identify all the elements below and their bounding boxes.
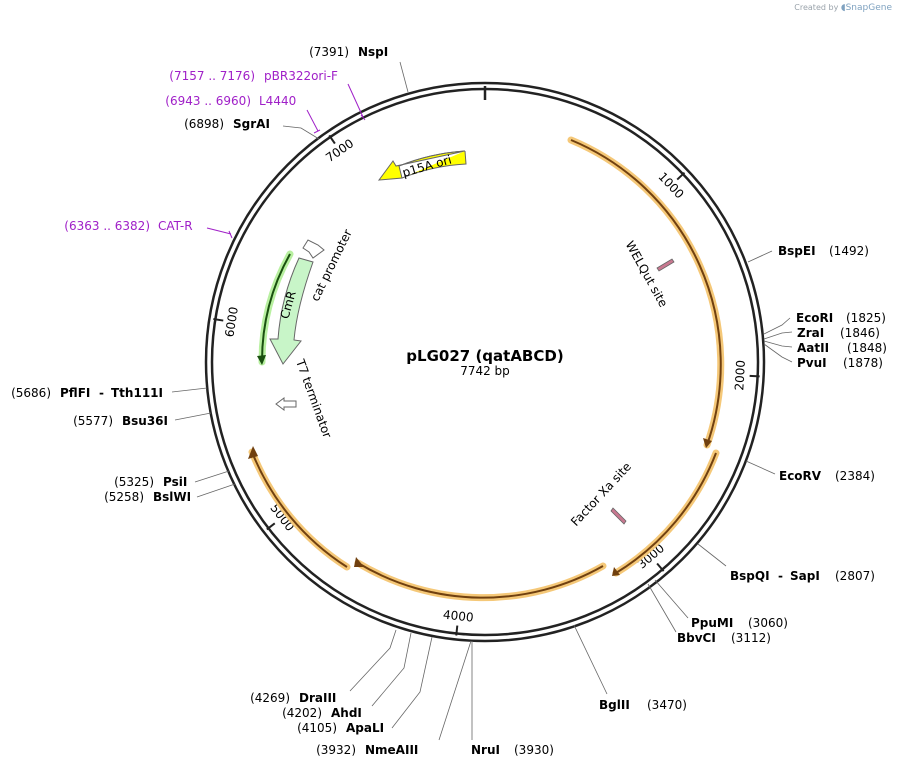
enzyme-ppumi[interactable]: PpuMI [691,616,733,630]
enzyme-bbvci[interactable]: BbvCI [677,631,716,645]
t7-terminator-feature[interactable]: T7 terminator [275,357,335,440]
factor-xa-site-label: Factor Xa site [568,460,634,529]
tick-label-4000: 4000 [442,608,474,625]
enzyme-ahdi[interactable]: AhdI [331,706,362,720]
orf-arc-4-arrow [248,446,258,459]
enzyme-aatii[interactable]: AatII [797,341,829,355]
tick-mark-1000 [676,171,686,181]
enzyme-bspei[interactable]: BspEI [778,244,816,258]
primer-cat-r-range: (6363 .. 6382) [64,219,150,233]
snapgene-logo-icon: ◖ [840,3,846,13]
enzyme-bslwi[interactable]: BslWI [153,490,191,504]
enzyme-sep: - [778,569,783,583]
enzyme-bglii[interactable]: BglII [599,698,630,712]
orf-arc-1-arrow [703,438,712,448]
orf-arc-2-line [615,452,717,574]
cmr-block-arrow[interactable]: CmR [269,257,314,365]
enzyme-nspi-pos: (7391) [309,45,349,59]
p15a-ori-feature[interactable]: p15A ori [377,150,467,181]
enzyme-nrui-pos: (3930) [514,743,554,757]
enzyme-bspqi-pos: (2807) [835,569,875,583]
primer-cat-r[interactable]: CAT-R [158,219,193,233]
enzyme-bbvci-pos: (3112) [731,631,771,645]
enzyme-nrui[interactable]: NruI [471,743,500,757]
cat-promoter-label: cat promoter [308,227,355,303]
orf-arc-4[interactable] [248,448,351,571]
enzyme-pflfi-pos: (5686) [11,386,51,400]
primer-leaders [206,83,366,239]
orf-arcs [248,136,725,602]
factor-xa-site-feature[interactable]: Factor Xa site [568,460,634,529]
primer-l4440[interactable]: L4440 [259,94,296,108]
plasmid-backbone [204,81,766,643]
enzyme-psii-pos: (5325) [114,475,154,489]
tick-mark-3000 [656,562,665,572]
enzyme-sep-2: - [99,386,104,400]
tick-mark-5000 [266,522,276,531]
tick-mark-7000 [328,134,336,145]
enzyme-nmeaiii-pos: (3932) [316,743,356,757]
cmr-feature[interactable] [257,250,294,366]
tick-mark-4000 [455,625,459,636]
enzyme-labels: (7391) NspI (6898) SgrAI BspEI (1492) Ec… [11,45,887,757]
tick-label-7000: 7000 [323,136,356,165]
enzyme-bslwi-pos: (5258) [104,490,144,504]
welqut-site-feature[interactable]: WELQut site [623,239,675,310]
tick-mark-2000 [749,374,760,378]
plasmid-length: 7742 bp [460,364,510,378]
tick-mark-6000 [213,318,224,322]
plasmid-title: pLG027 (qatABCD) [406,347,563,365]
primer-pbr322ori-f-range: (7157 .. 7176) [169,69,255,83]
primer-l4440-range: (6943 .. 6960) [165,94,251,108]
t7-terminator-label: T7 terminator [293,357,335,440]
enzyme-ecori-pos: (1825) [846,311,886,325]
enzyme-bglii-pos: (3470) [647,698,687,712]
enzyme-nmeaiii[interactable]: NmeAIII [365,743,418,757]
credit-brand: SnapGene [845,3,892,13]
enzyme-ecorv-pos: (2384) [835,469,875,483]
orf-arc-3-arrow [354,557,364,567]
enzyme-aatii-pos: (1848) [847,341,887,355]
enzyme-tth111i[interactable]: Tth111I [111,386,163,400]
enzyme-zrai[interactable]: ZraI [797,326,824,340]
primer-labels: (7157 .. 7176) pBR322ori-F (6943 .. 6960… [64,69,338,233]
enzyme-pvui[interactable]: PvuI [797,356,827,370]
enzyme-pvui-pos: (1878) [843,356,883,370]
tick-label-6000: 6000 [222,306,241,338]
enzyme-bspqi[interactable]: BspQI [730,569,770,583]
enzyme-zrai-pos: (1846) [840,326,880,340]
enzyme-sapi[interactable]: SapI [790,569,820,583]
primer-pbr322ori-f[interactable]: pBR322ori-F [264,69,338,83]
enzyme-sgrai-pos: (6898) [184,117,224,131]
enzyme-bsu36i-pos: (5577) [73,414,113,428]
snapgene-credit: Created by ◖SnapGene [794,3,892,13]
orf-arc-1[interactable] [567,136,725,449]
enzyme-pflfi[interactable]: PflFI [60,386,90,400]
enzyme-nspi[interactable]: NspI [358,45,388,59]
orf-arc-2-arrow [612,567,620,576]
orf-arc-3-line [357,562,604,599]
enzyme-apali-pos: (4105) [297,721,337,735]
enzyme-psii[interactable]: PsiI [163,475,187,489]
enzyme-draiii[interactable]: DraIII [299,691,336,705]
credit-prefix: Created by [794,3,839,12]
enzyme-sgrai[interactable]: SgrAI [233,117,270,131]
enzyme-ecori[interactable]: EcoRI [796,311,833,325]
enzyme-ppumi-pos: (3060) [748,616,788,630]
enzyme-ahdi-pos: (4202) [282,706,322,720]
enzyme-leaders [171,61,793,741]
enzyme-draiii-pos: (4269) [250,691,290,705]
orf-arc-1-line [570,139,722,446]
enzyme-bspei-pos: (1492) [829,244,869,258]
welqut-site-label: WELQut site [623,239,671,310]
tick-label-2000: 2000 [732,360,748,391]
enzyme-ecorv[interactable]: EcoRV [779,469,822,483]
enzyme-apali[interactable]: ApaLI [346,721,384,735]
orf-arc-4-line [251,451,348,568]
enzyme-bsu36i[interactable]: Bsu36I [122,414,168,428]
